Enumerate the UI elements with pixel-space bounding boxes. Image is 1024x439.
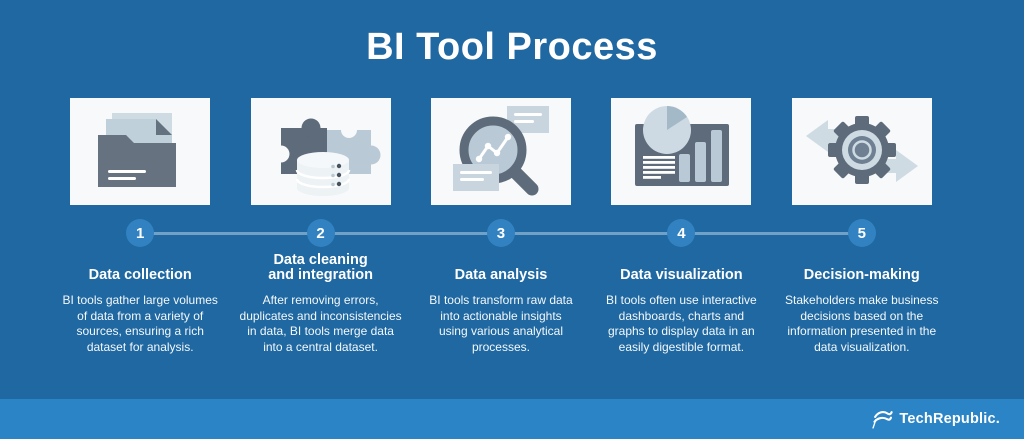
dashboard-charts-icon — [635, 106, 730, 186]
process-steps: 1 Data collection BI tools gather large … — [50, 98, 952, 355]
process-step-3: 3 Data analysis BI tools transform raw d… — [411, 98, 591, 355]
step-number-badge: 1 — [126, 219, 155, 247]
step-icon-card — [430, 98, 571, 205]
step-title: Data cleaning and integration — [268, 252, 373, 283]
puzzle-database-icon — [272, 118, 381, 196]
techrepublic-logo: TechRepublic. — [871, 408, 1000, 430]
process-step-5: 5 Decision-making Stakeholders make busi… — [772, 98, 952, 355]
footer-bar: TechRepublic. — [0, 399, 1024, 439]
step-description: After removing errors, duplicates and in… — [239, 293, 402, 354]
step-title: Data collection — [88, 267, 192, 283]
step-number-badge: 2 — [306, 219, 335, 247]
techrepublic-logo-text: TechRepublic. — [899, 411, 1000, 427]
process-step-2: 2 Data cleaning and integration After re… — [230, 98, 410, 355]
page-title: BI Tool Process — [366, 26, 658, 68]
step-number-badge: 4 — [667, 219, 696, 247]
step-title: Data analysis — [454, 267, 548, 283]
magnifier-chart-icon — [452, 106, 549, 196]
process-step-1: 1 Data collection BI tools gather large … — [50, 98, 230, 355]
step-icon-card — [250, 98, 391, 205]
techrepublic-logo-icon — [872, 411, 894, 429]
step-title: Data visualization — [620, 267, 743, 283]
step-icon-card — [70, 98, 211, 205]
step-description: BI tools transform raw data into actiona… — [429, 293, 573, 354]
step-icon-card — [791, 98, 932, 205]
process-step-4: 4 Data visualization BI tools often use … — [591, 98, 771, 355]
step-number-badge: 3 — [486, 219, 515, 247]
step-icon-card — [611, 98, 752, 205]
gear-arrows-icon — [805, 116, 918, 184]
step-description: BI tools often use interactive dashboard… — [605, 293, 757, 354]
step-number-badge: 5 — [847, 219, 876, 247]
step-description: BI tools gather large volumes of data fr… — [62, 293, 218, 354]
folder-documents-icon — [98, 113, 177, 187]
step-description: Stakeholders make business decisions bas… — [785, 293, 939, 354]
step-title: Decision-making — [803, 267, 920, 283]
